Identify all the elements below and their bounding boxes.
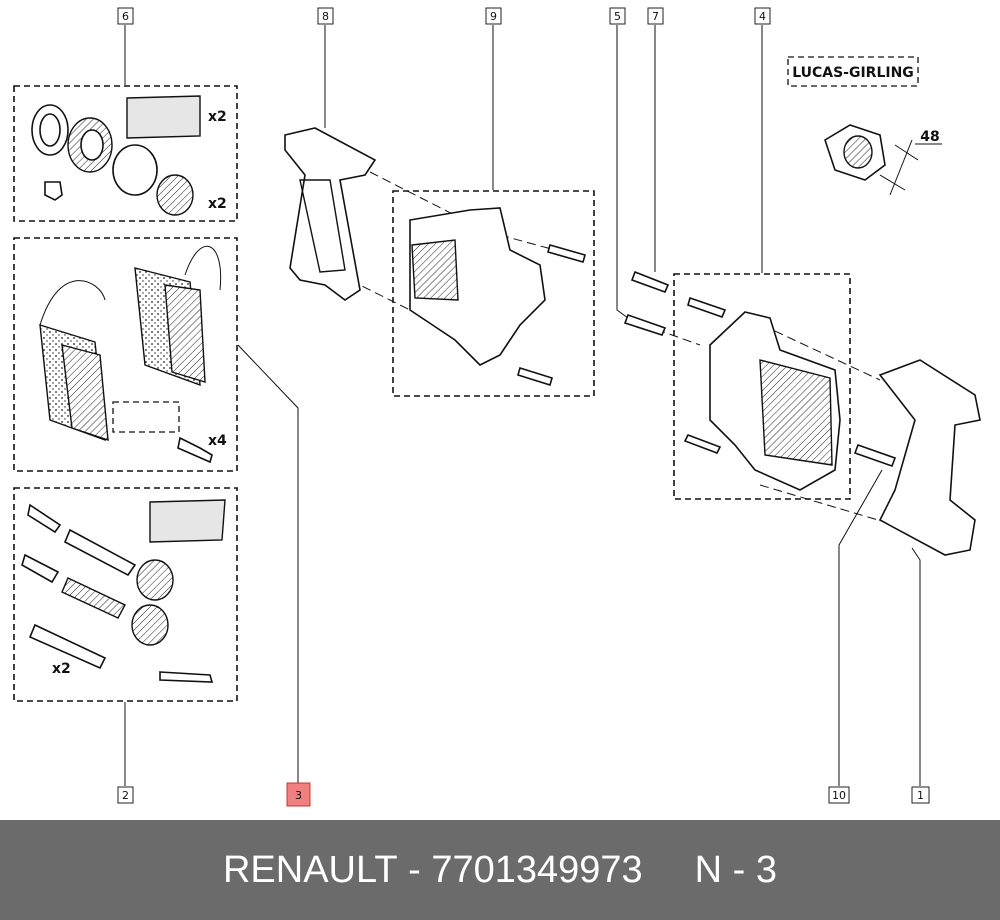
qty-pad-bolts: x4 <box>208 433 227 449</box>
brake-pads-group <box>13 237 238 472</box>
callout-3: 3 <box>295 789 302 802</box>
callout-10: 10 <box>832 789 846 802</box>
detail-lucas-girling: LUCAS-GIRLING 48 <box>787 56 942 196</box>
qty-boots: x2 <box>208 196 227 212</box>
footer-brand: RENAULT <box>222 848 398 891</box>
leader-lines <box>124 25 921 786</box>
footer-position: N - 3 <box>694 848 778 891</box>
callout-5: 5 <box>614 10 621 23</box>
callout-2: 2 <box>122 789 129 802</box>
quantity-labels: x2 x2 x4 x2 <box>52 109 227 677</box>
footer-part-number: 7701349973 <box>431 848 643 891</box>
callout-4: 4 <box>759 10 766 23</box>
callout-7: 7 <box>652 10 659 23</box>
bolts-5-7 <box>623 270 670 336</box>
carrier-bracket-8 <box>284 127 377 301</box>
brand-label: LUCAS-GIRLING <box>792 65 914 81</box>
guide-pins-group <box>13 487 238 702</box>
exploded-parts-diagram: LUCAS-GIRLING 48 x2 x2 x4 x2 6 8 9 5 7 4… <box>13 7 981 807</box>
caliper-4 <box>673 273 851 500</box>
qty-seals: x2 <box>208 109 227 125</box>
dimension-label: 48 <box>920 129 939 145</box>
callout-9: 9 <box>490 10 497 23</box>
footer-separator: - <box>408 848 421 891</box>
callout-6: 6 <box>122 10 129 23</box>
callouts: 6 8 9 5 7 4 2 3 10 1 <box>117 7 930 807</box>
part-info-footer: RENAULT - 7701349973 N - 3 <box>0 820 1000 920</box>
seal-kit-group <box>13 85 238 222</box>
callout-1: 1 <box>917 789 924 802</box>
carrier-bracket-1 <box>853 359 981 556</box>
callout-8: 8 <box>322 10 329 23</box>
qty-guide-pins: x2 <box>52 661 71 677</box>
caliper-assembly-9 <box>392 190 595 397</box>
